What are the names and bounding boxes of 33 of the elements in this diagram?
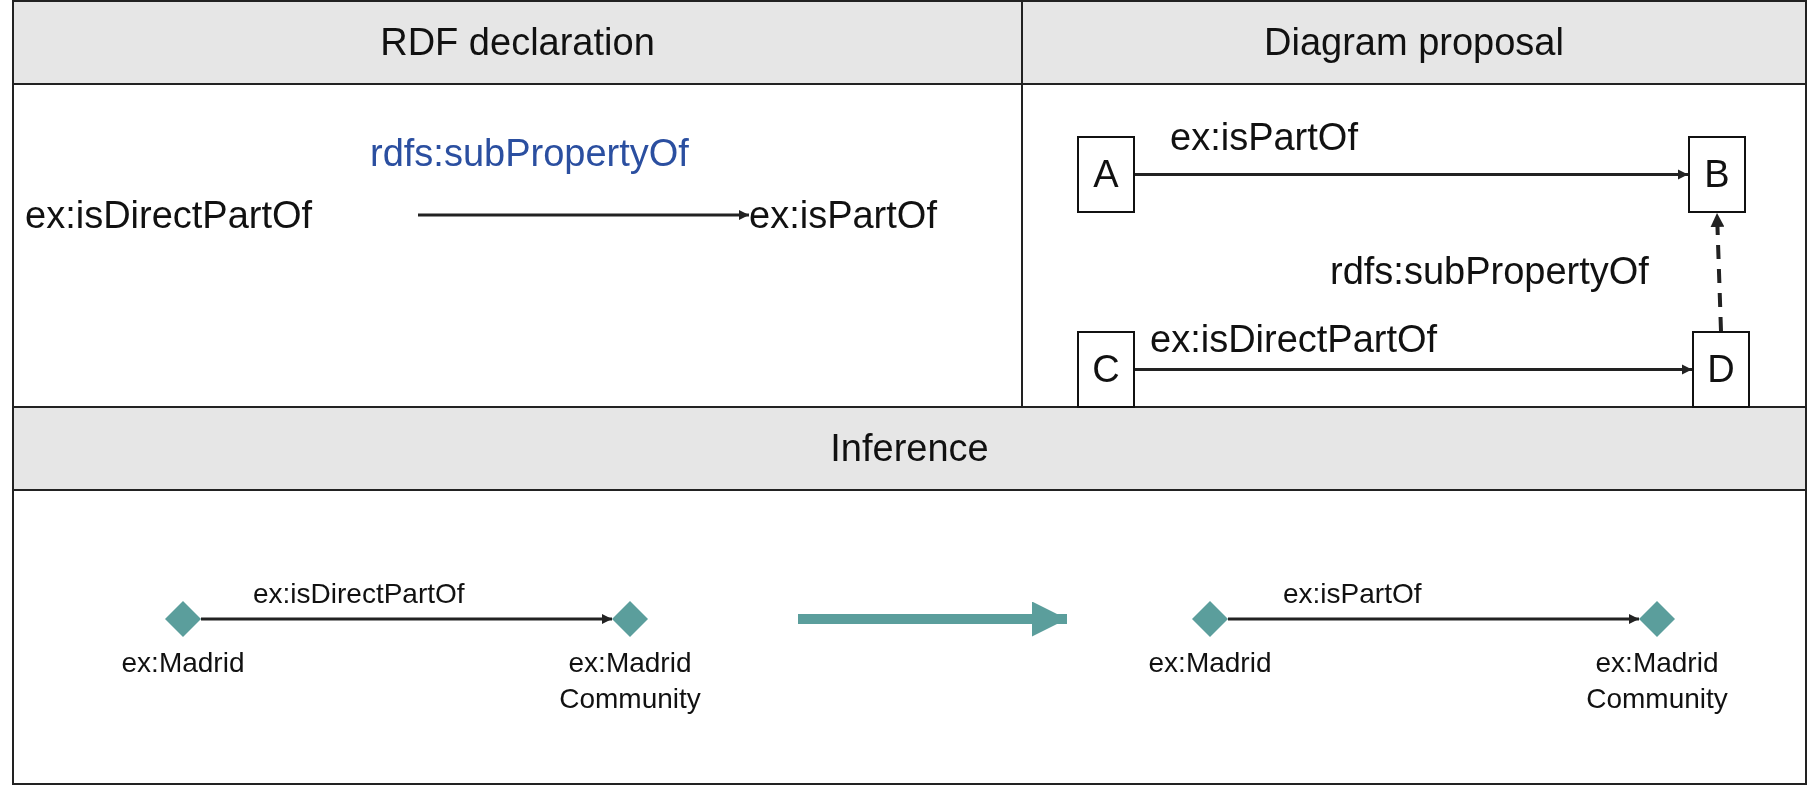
arrow (201, 613, 612, 625)
diamond-marker (1192, 601, 1228, 637)
diamond-marker (1639, 601, 1675, 637)
edge-label: ex:isPartOf (1283, 578, 1422, 610)
panel-heading: RDF declaration (14, 2, 1021, 85)
term-text: ex:isDirectPartOf (25, 192, 390, 238)
edge-label: ex:isPartOf (1170, 116, 1358, 159)
table-panel (12, 0, 1023, 408)
arrow (1135, 169, 1688, 180)
diamond-marker (165, 601, 201, 637)
edge-label: ex:isDirectPartOf (1150, 318, 1438, 361)
diamond-marker (612, 601, 648, 637)
node-caption: ex:Madrid Community (558, 646, 702, 716)
edge-label: rdfs:subPropertyOf (370, 132, 689, 175)
arrow (1228, 613, 1639, 625)
panel-heading: Inference (14, 408, 1805, 491)
class-box: A (1077, 136, 1135, 213)
node-caption: ex:Madrid (1147, 646, 1273, 680)
edge-label: rdfs:subPropertyOf (1330, 250, 1649, 293)
table-panel (12, 406, 1807, 785)
edge-label: ex:isDirectPartOf (253, 578, 465, 610)
table-panel (1021, 0, 1807, 408)
arrow (418, 209, 749, 221)
arrow (1710, 212, 1725, 332)
node-caption: ex:Madrid Community (1585, 646, 1729, 716)
class-box: B (1688, 136, 1746, 213)
node-caption: ex:Madrid (120, 646, 246, 680)
class-box: C (1077, 331, 1135, 408)
arrow (798, 601, 1067, 637)
arrow (1135, 364, 1692, 375)
panel-heading: Diagram proposal (1023, 2, 1805, 85)
term-text: ex:isPartOf (749, 192, 994, 238)
class-box: D (1692, 331, 1750, 408)
